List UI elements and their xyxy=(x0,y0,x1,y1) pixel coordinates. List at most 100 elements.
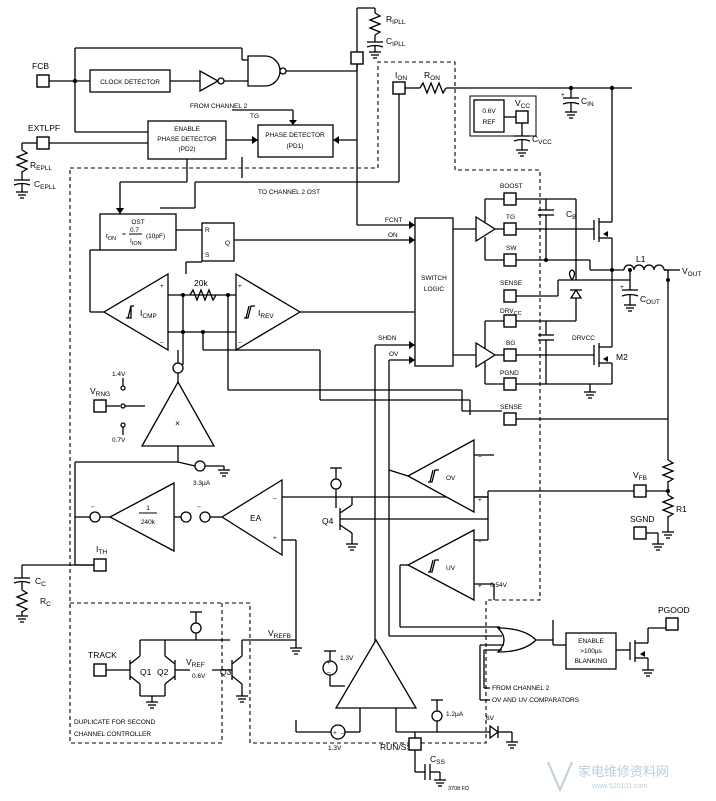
svg-text:=: = xyxy=(122,231,126,238)
icmp-comparator xyxy=(102,272,169,352)
pin-run-ss[interactable] xyxy=(408,737,422,751)
svg-text:BLANKING: BLANKING xyxy=(575,658,608,665)
phase-detector-pd1-block xyxy=(257,124,334,158)
svg-text:UV: UV xyxy=(446,565,456,572)
svg-text:1.2µA: 1.2µA xyxy=(446,711,464,718)
svg-text:Q: Q xyxy=(225,240,230,247)
svg-text:CIPLL: CIPLL xyxy=(386,36,406,48)
zener-diode xyxy=(489,724,500,740)
svg-text:×: × xyxy=(175,418,180,428)
multiplier-block xyxy=(140,380,216,447)
svg-text:IION: IION xyxy=(130,238,142,247)
svg-text:R: R xyxy=(205,227,210,234)
enable-blanking-block xyxy=(565,632,617,670)
pin-tg[interactable] xyxy=(503,222,517,236)
pin-vcc[interactable] xyxy=(515,110,529,124)
svg-text:Q3: Q3 xyxy=(220,667,232,677)
r1-resistor xyxy=(661,494,675,518)
svg-text:CC: CC xyxy=(35,576,46,588)
svg-text:ENABLE: ENABLE xyxy=(174,126,200,133)
svg-text:–: – xyxy=(478,538,482,545)
pin-ith[interactable] xyxy=(93,558,107,572)
svg-text:CVCC: CVCC xyxy=(532,134,552,146)
bottom-gate-driver xyxy=(475,341,497,369)
svg-text:CSS: CSS xyxy=(430,754,445,766)
pin-sense-plus[interactable] xyxy=(503,289,517,303)
pin-fcb-label: FCB xyxy=(32,61,49,71)
pin-bg[interactable] xyxy=(503,348,517,362)
track-bias-source xyxy=(190,622,202,634)
r20k-resistor xyxy=(189,288,217,302)
current-source-12ua xyxy=(431,710,443,722)
svg-text:PGOOD: PGOOD xyxy=(658,605,690,615)
switch-logic-block xyxy=(414,217,454,367)
svg-text:R1: R1 xyxy=(676,504,687,514)
svg-text:–: – xyxy=(341,730,345,737)
pin-sense-minus[interactable] xyxy=(503,412,517,426)
svg-text:+: + xyxy=(327,660,331,667)
svg-text:SW: SW xyxy=(506,245,517,252)
svg-text:M2: M2 xyxy=(616,352,628,362)
pin-extlpf-label: EXTLPF xyxy=(28,123,60,133)
svg-text:SWITCH: SWITCH xyxy=(421,275,447,282)
svg-text:PGND: PGND xyxy=(500,370,519,377)
svg-text:EA: EA xyxy=(250,513,262,523)
gm-amplifier xyxy=(108,481,175,553)
pin-pgood[interactable] xyxy=(665,617,679,631)
enable-phase-detector-block xyxy=(147,120,227,160)
pin-sgnd[interactable] xyxy=(633,526,647,540)
svg-text:–: – xyxy=(273,495,277,502)
pin-fcb[interactable] xyxy=(36,74,50,88)
pin-drvcc[interactable] xyxy=(503,314,517,328)
run-ss-amplifier xyxy=(334,638,418,709)
pin-vrng[interactable] xyxy=(93,399,107,413)
svg-text:+: + xyxy=(333,730,337,737)
pin-boost[interactable] xyxy=(503,192,517,206)
svg-text:20k: 20k xyxy=(194,278,208,288)
svg-text:IREV: IREV xyxy=(258,308,274,320)
pin-ipll[interactable] xyxy=(350,51,364,65)
pin-pgnd[interactable] xyxy=(503,377,517,391)
svg-text:←: ← xyxy=(196,503,203,510)
inverter-gate xyxy=(199,69,220,93)
svg-text:+: + xyxy=(160,283,164,290)
svg-text:tON: tON xyxy=(106,233,116,242)
top-gate-driver xyxy=(475,215,497,243)
svg-text:DRVCC: DRVCC xyxy=(572,335,595,342)
svg-text:L1: L1 xyxy=(636,254,646,264)
pin-vfb[interactable] xyxy=(633,484,647,498)
svg-text:OV AND UV COMPARATORS: OV AND UV COMPARATORS xyxy=(492,697,580,704)
svg-text:ICMP: ICMP xyxy=(140,308,157,320)
l1-inductor xyxy=(623,264,665,271)
svg-text:PHASE DETECTOR: PHASE DETECTOR xyxy=(265,132,325,139)
svg-text:+: + xyxy=(620,284,624,291)
svg-text:–: – xyxy=(327,669,331,676)
ic-boundary xyxy=(69,61,541,744)
pin-extlpf[interactable] xyxy=(36,136,50,150)
q4-bias-source xyxy=(330,478,342,490)
svg-text:SENSE: SENSE xyxy=(500,404,523,411)
svg-text:DUPLICATE FOR SECOND: DUPLICATE FOR SECOND xyxy=(74,719,155,726)
svg-text:DRVCC: DRVCC xyxy=(500,308,522,317)
r-top-resistor xyxy=(661,459,675,483)
gm-output-source xyxy=(89,511,101,523)
svg-text:TG: TG xyxy=(506,214,515,221)
pin-sw[interactable] xyxy=(503,253,517,267)
current-source-top xyxy=(172,362,184,374)
svg-text:BG: BG xyxy=(506,340,515,347)
svg-text:VREFB: VREFB xyxy=(268,628,291,640)
pin-track[interactable] xyxy=(93,663,107,677)
part-code: 3708 FD xyxy=(448,786,469,792)
svg-text:240k: 240k xyxy=(141,519,156,526)
svg-text:(10pF): (10pF) xyxy=(146,233,165,240)
pin-ion[interactable] xyxy=(392,81,406,95)
svg-text:0.7V: 0.7V xyxy=(112,437,126,444)
ref-block xyxy=(473,99,505,133)
ripll-resistor xyxy=(368,12,382,36)
svg-text:SGND: SGND xyxy=(630,514,655,524)
svg-text:(PD1): (PD1) xyxy=(287,143,304,150)
svg-text:REPLL: REPLL xyxy=(30,160,52,172)
watermark-logo-icon xyxy=(547,761,573,793)
rc-resistor xyxy=(15,589,29,613)
